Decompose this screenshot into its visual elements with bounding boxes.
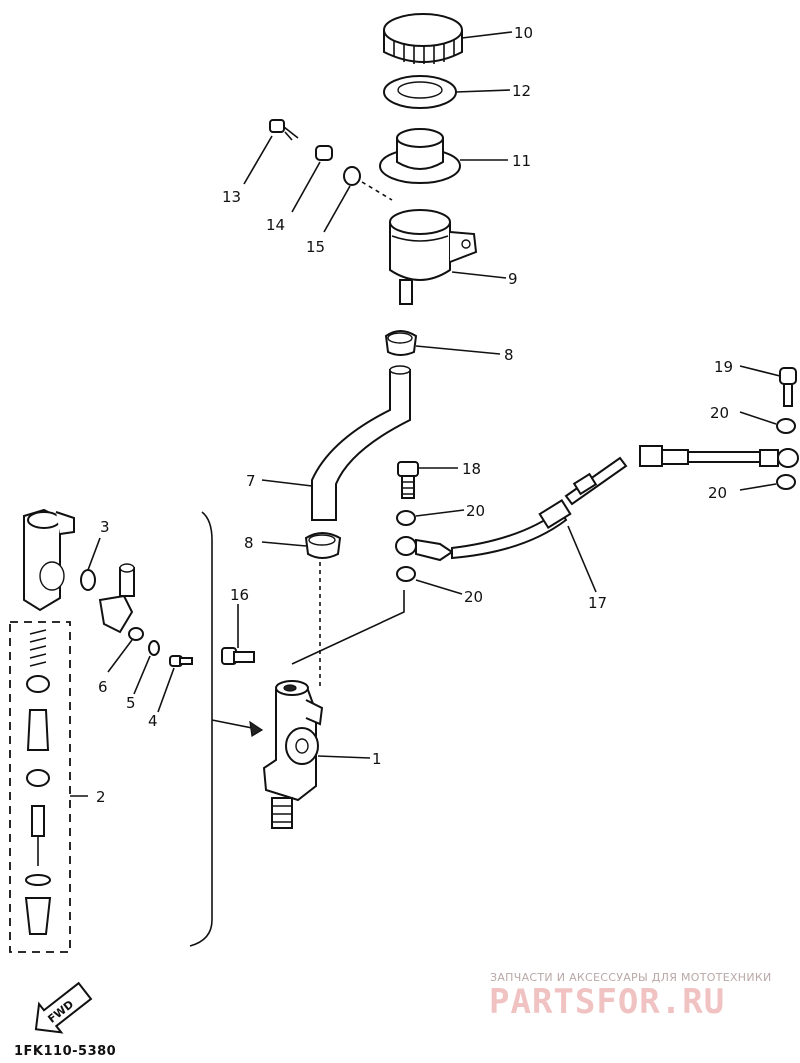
copper-washer <box>396 510 416 526</box>
o-ring <box>80 569 96 591</box>
washer <box>148 640 160 656</box>
hose-clamp-upper <box>384 330 418 356</box>
callout-10: 10 <box>514 24 533 42</box>
callout-17: 17 <box>588 594 607 612</box>
nut <box>315 145 333 161</box>
bleed-screw <box>779 367 797 407</box>
callout-13: 13 <box>222 188 241 206</box>
callout-15: 15 <box>306 238 325 256</box>
drawing-code: 1FK110-5380 <box>14 1044 117 1059</box>
banjo-bolt <box>397 461 419 499</box>
callout-16: 16 <box>230 586 249 604</box>
callout-7: 7 <box>246 472 256 490</box>
copper-washer <box>776 474 796 490</box>
callout-3: 3 <box>100 518 110 536</box>
master-cylinder <box>262 680 324 829</box>
reservoir-cap <box>383 13 463 64</box>
callout-20-c: 20 <box>710 404 729 422</box>
callout-9: 9 <box>508 270 518 288</box>
brake-hose-end <box>639 445 799 468</box>
screw <box>269 119 299 141</box>
watermark-subtitle: ЗАПЧАСТИ И АКСЕССУАРЫ ДЛЯ МОТОТЕХНИКИ <box>490 971 772 984</box>
callout-6: 6 <box>98 678 108 696</box>
callout-labels: 1 2 3 4 5 6 7 8 8 9 10 11 12 13 14 15 16… <box>96 24 733 806</box>
callout-8-lower: 8 <box>244 534 254 552</box>
callout-20-b: 20 <box>464 588 483 606</box>
watermark-brand: PARTSFOR.RU <box>489 982 726 1022</box>
callout-20-a: 20 <box>466 502 485 520</box>
callout-20-d: 20 <box>708 484 727 502</box>
hose-joint <box>98 563 135 634</box>
callout-11: 11 <box>512 152 531 170</box>
callout-8-upper: 8 <box>504 346 514 364</box>
bolt <box>221 647 255 665</box>
callout-1: 1 <box>372 750 382 768</box>
cylinder-body <box>23 508 75 612</box>
reservoir-tank <box>389 209 478 305</box>
callout-19: 19 <box>714 358 733 376</box>
hose-clamp-lower <box>304 532 342 559</box>
callout-4: 4 <box>148 712 158 730</box>
screw <box>169 655 193 667</box>
piston-kit <box>9 621 71 953</box>
o-ring <box>128 627 144 641</box>
callout-14: 14 <box>266 216 285 234</box>
callout-18: 18 <box>462 460 481 478</box>
forward-arrow-icon: FWD <box>34 981 93 1034</box>
diaphragm <box>379 128 461 184</box>
washer <box>343 166 361 186</box>
copper-washer <box>396 566 416 582</box>
callout-2: 2 <box>96 788 106 806</box>
brake-hose <box>395 456 628 562</box>
callout-5: 5 <box>126 694 136 712</box>
assembly-bracket <box>189 511 213 947</box>
reservoir-hose <box>311 365 411 521</box>
leader-lines <box>87 31 781 759</box>
callout-12: 12 <box>512 82 531 100</box>
diaphragm-plate <box>383 75 457 109</box>
copper-washer <box>776 418 796 434</box>
